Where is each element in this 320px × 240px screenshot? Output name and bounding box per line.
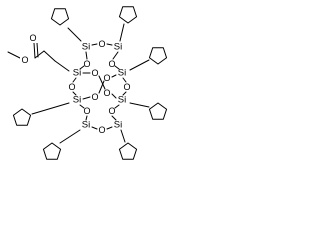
cage-bond-si4-o7 — [122, 77, 127, 83]
cage-bond-si1-o1 — [91, 43, 98, 46]
cage-oxygen-3: O — [108, 59, 115, 69]
cage-oxygen-1: O — [98, 39, 105, 49]
ester-methoxy-oxygen-label: O — [21, 55, 28, 65]
cyclopentyl-ring-bottom-right — [118, 142, 138, 160]
cage-bond-si2-o3 — [112, 51, 119, 60]
cyclopentyl-ring-left — [12, 108, 32, 126]
bond-si8-ring — [120, 129, 126, 143]
cage-oxygen-11: O — [108, 106, 115, 116]
bond-si3-ch2 — [54, 60, 70, 72]
cage-bond-si5-o10 — [79, 104, 85, 109]
cage-bond-o11-si8 — [111, 115, 117, 121]
bond-ch2-ch2 — [43, 50, 56, 62]
si-atom-3: Si — [73, 68, 81, 79]
si-atom-4: Si — [118, 68, 126, 79]
si-atom-5: Si — [73, 95, 81, 106]
cage-bond-o2-si3 — [79, 65, 85, 70]
cyclopentyl-ring-top-right — [118, 6, 138, 24]
cage-oxygen-7: O — [123, 82, 130, 92]
bond-si6-ring — [129, 102, 150, 108]
bond-si2-ring — [119, 23, 125, 42]
si-atom-1: Si — [82, 42, 90, 53]
cage-bond-o5-o8-cross — [98, 80, 105, 94]
chemical-structure-diagram: O O Si Si Si Si Si Si Si Si O O O O O O … — [7, 6, 168, 160]
cage-oxygen-8: O — [91, 92, 98, 102]
si-atom-8: Si — [114, 120, 122, 131]
cage-oxygen-12: O — [98, 125, 105, 135]
si-atom-6: Si — [118, 95, 126, 106]
cage-bond-o7-si6 — [122, 91, 127, 96]
bond-si7-ring — [59, 129, 81, 144]
cage-oxygen-10: O — [83, 106, 90, 116]
cyclopentyl-ring-right-lower — [148, 102, 168, 120]
cage-bond-o1-si2 — [106, 43, 113, 46]
bond-methoxy-methyl — [7, 51, 21, 59]
ester-carbonyl-oxygen-label: O — [29, 33, 36, 43]
cage-bond-o12-si8 — [106, 126, 113, 130]
cyclopentyl-ring-top-left — [50, 8, 70, 26]
bond-si4-ring — [129, 59, 150, 71]
cage-bond-o9-si6 — [111, 93, 117, 99]
bond-carbonyl-double-a — [33, 42, 36, 59]
cage-bond-si7-o12 — [91, 126, 98, 130]
cyclopentyl-ring-right-upper — [148, 47, 168, 65]
si-atom-7: Si — [82, 120, 90, 131]
cyclopentyl-rings — [12, 6, 168, 160]
cyclopentyl-ring-bottom-left — [42, 142, 62, 160]
si-atom-2: Si — [114, 42, 122, 53]
cage-oxygen-4: O — [91, 68, 98, 78]
cage-bond-si6-o11 — [114, 104, 120, 109]
cage-bond-si1-o2 — [85, 51, 88, 60]
cage-bond-o3-si4 — [114, 65, 120, 70]
bond-ch2-carbonyl — [34, 50, 45, 59]
cage-oxygen-5: O — [103, 73, 110, 83]
bond-lines — [7, 23, 150, 144]
cage-bond-o5-si4 — [111, 74, 117, 78]
cage-oxygen-6: O — [68, 82, 75, 92]
cage-bond-si5-o8 — [82, 96, 91, 100]
cage-oxygen-9: O — [103, 88, 110, 98]
bond-carbonyl-double-b — [36, 42, 39, 58]
bond-si1-ring — [67, 27, 82, 42]
cage-bond-o4-o9-cross — [98, 75, 106, 90]
cage-bond-si3-o6 — [72, 77, 77, 83]
cage-oxygen-2: O — [83, 59, 90, 69]
bond-si5-ring — [31, 102, 70, 115]
cage-bond-o6-si5 — [72, 91, 77, 96]
cage-bond-o10-si7 — [85, 115, 88, 121]
atom-labels: O O Si Si Si Si Si Si Si Si O O O O O O … — [20, 32, 131, 135]
